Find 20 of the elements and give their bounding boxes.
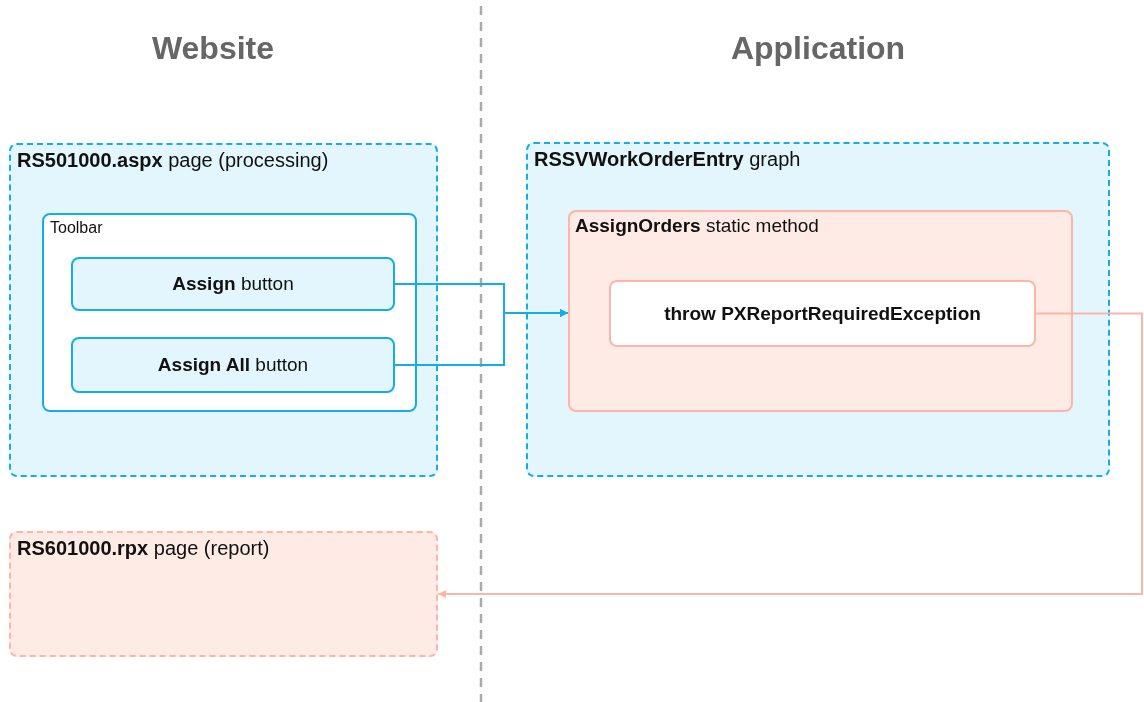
column-heading: Website <box>151 30 275 67</box>
connector-arrow <box>394 309 569 366</box>
report-page-panel <box>9 531 438 657</box>
method-panel <box>568 210 1073 412</box>
node-label: RS501000.aspx page (processing) <box>17 149 329 172</box>
node-label: AssignOrders static method <box>575 215 819 237</box>
node-label: Toolbar <box>50 219 103 237</box>
connector-arrow <box>437 312 1143 598</box>
toolbar-panel <box>42 213 417 412</box>
page-panel <box>9 143 438 477</box>
column-heading: Application <box>730 30 906 67</box>
node-label: Assign All button <box>157 354 309 376</box>
node-label: RSSVWorkOrderEntry graph <box>534 148 801 171</box>
node-label: RS601000.rpx page (report) <box>17 537 270 560</box>
node-label: throw PXReportRequiredException <box>664 302 981 325</box>
button-box <box>71 337 395 393</box>
node-label: Assign button <box>172 273 294 295</box>
graph-panel <box>526 142 1110 477</box>
button-box <box>71 257 395 311</box>
statement-box <box>609 280 1036 347</box>
